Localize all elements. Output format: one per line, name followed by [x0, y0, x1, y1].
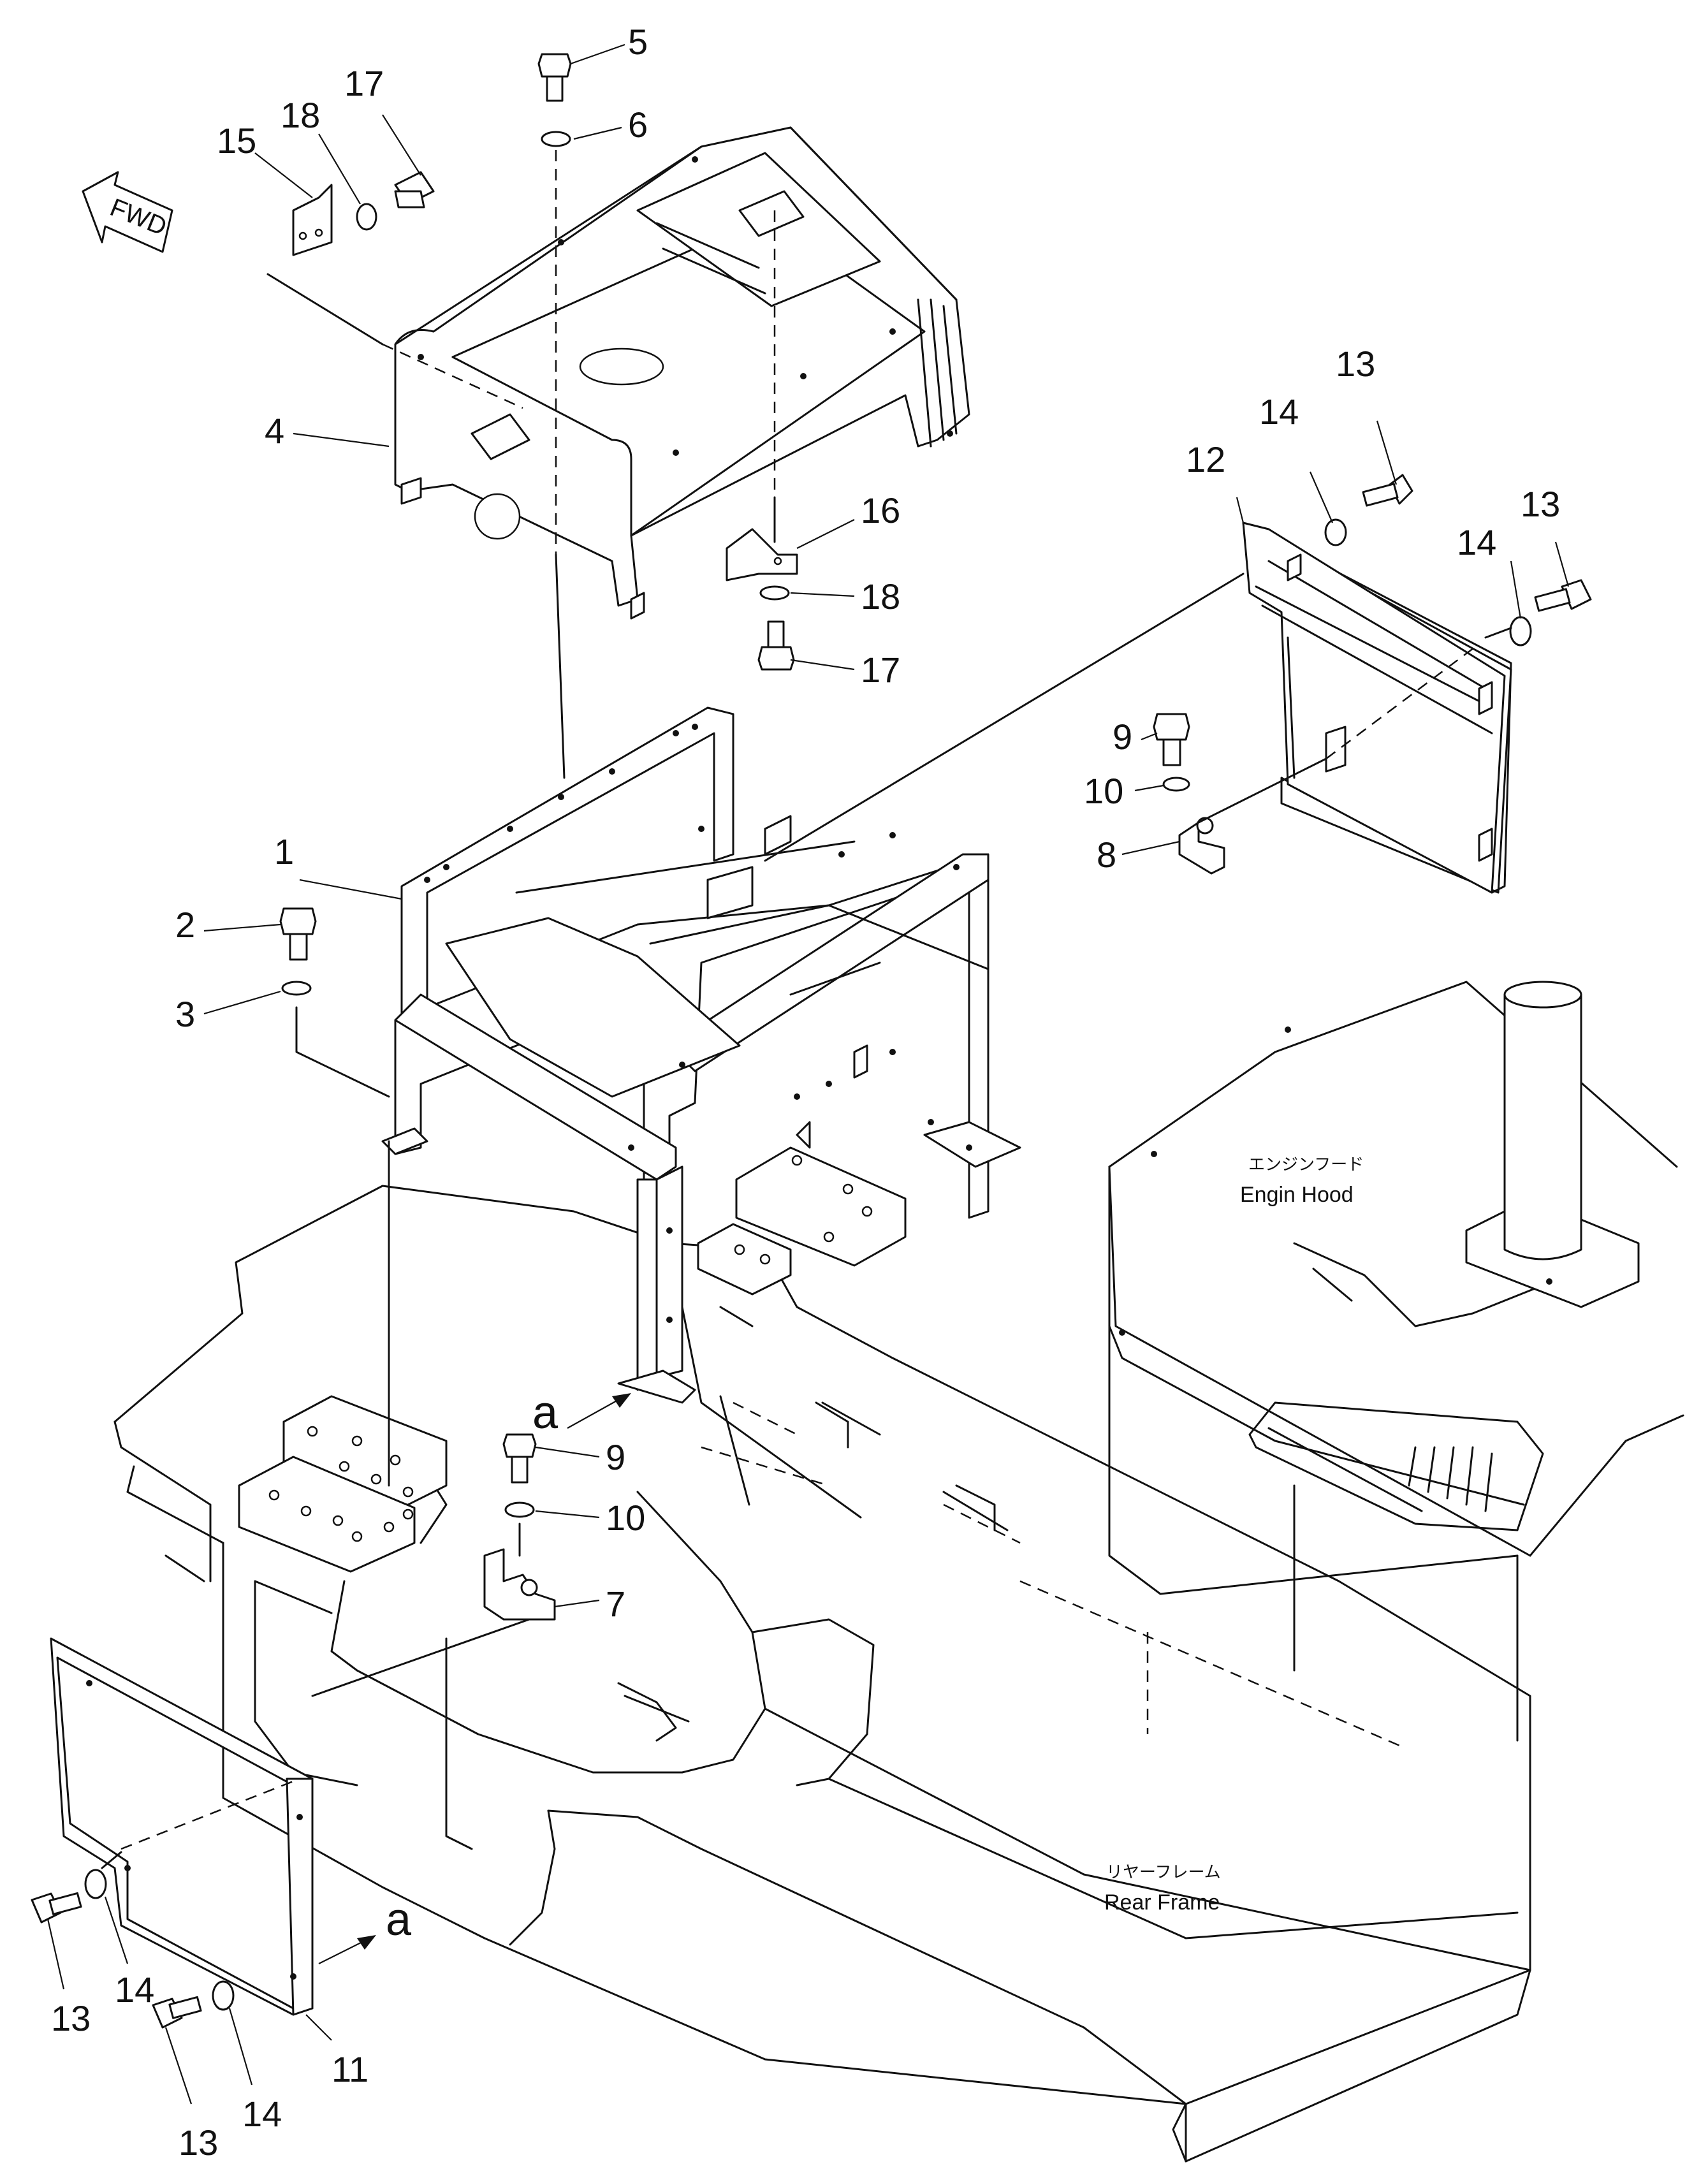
callout-5: 5 [628, 22, 648, 62]
view-arrow-a-bottom: a [318, 1894, 412, 1964]
rear-frame [113, 1146, 1531, 2163]
rear-frame-label: Rear Frame [1104, 1890, 1220, 1915]
callout-12: 12 [1186, 439, 1225, 479]
callout-2: 2 [175, 905, 195, 945]
bolt-13-left-bottom [152, 1996, 202, 2029]
washer-14-left-top [84, 1869, 107, 1899]
callout-17-top: 17 [344, 63, 384, 103]
bolt-13-left-top [31, 1892, 82, 1924]
callout-4: 4 [265, 411, 284, 451]
view-mark-a-bottom: a [386, 1894, 412, 1945]
part-4-hood-cover [394, 126, 970, 620]
part-8-bracket [1178, 817, 1225, 875]
callout-14-left-bottom: 14 [242, 2094, 282, 2134]
washer-10-left [504, 1501, 535, 1518]
callout-13-left-bottom: 13 [179, 2122, 218, 2163]
engine-hood-label: Engin Hood [1240, 1183, 1354, 1207]
callout-14-right-mid: 14 [1457, 522, 1496, 562]
callout-14-right-top: 14 [1259, 391, 1299, 432]
washer-3 [281, 981, 312, 996]
engine-hood: エンジンフード Engin Hood [1108, 981, 1684, 1742]
callout-13-left-top: 13 [51, 1998, 91, 2038]
part-1-support-frame [381, 706, 1021, 1404]
engine-hood-label-jp: エンジンフード [1248, 1155, 1364, 1174]
callout-16: 16 [861, 490, 900, 530]
callout-11: 11 [332, 2049, 369, 2089]
washer-6 [541, 131, 571, 147]
leader-lines [47, 43, 1570, 2105]
callout-8: 8 [1097, 835, 1116, 875]
callout-15: 15 [217, 120, 256, 161]
callout-1: 1 [274, 831, 294, 872]
washer-14-right-top [1324, 518, 1347, 546]
callout-7: 7 [606, 1584, 625, 1624]
part-15-bracket [292, 184, 333, 256]
bolt-2 [279, 907, 317, 961]
bolt-5 [537, 53, 572, 102]
callout-9-left: 9 [606, 1437, 625, 1477]
callout-6: 6 [628, 105, 648, 145]
bolt-17-top [394, 171, 435, 208]
bolt-9-right [1153, 713, 1190, 766]
callout-13-right-mid: 13 [1521, 484, 1560, 524]
pad-holes [268, 1426, 414, 1542]
guide-lines [101, 150, 1512, 1869]
frame-holes [424, 724, 972, 1323]
bolt-13-right-top [1362, 474, 1413, 507]
callout-18-mid: 18 [861, 576, 900, 617]
callout-14-left-top: 14 [115, 1969, 154, 2010]
washer-18-mid [759, 585, 790, 601]
fwd-arrow-icon: FWD [82, 171, 173, 253]
washer-14-right-mid [1509, 616, 1532, 646]
washer-14-left-bottom [212, 1980, 235, 2011]
callout-3: 3 [175, 994, 195, 1034]
bolt-13-right-mid [1534, 579, 1592, 612]
view-arrow-a-top: a [532, 1387, 631, 1438]
part-16-bracket [726, 528, 798, 581]
washer-10-right [1162, 777, 1190, 792]
part-12-side-panel [1242, 522, 1512, 894]
callout-9-right: 9 [1113, 717, 1132, 757]
callout-17-mid: 17 [861, 650, 900, 690]
callout-18-top: 18 [281, 95, 320, 135]
washer-18-top [356, 203, 377, 231]
view-mark-a-top: a [532, 1387, 558, 1438]
part-7-bracket [483, 1548, 556, 1621]
bolt-17-mid [757, 620, 795, 671]
callout-10-right: 10 [1084, 771, 1123, 811]
callout-numbers: 5 6 17 18 15 4 16 18 17 1 2 3 9 10 8 12 … [51, 22, 1560, 2163]
part-11-side-panel [50, 1637, 314, 2016]
bolt-9-left [502, 1433, 537, 1484]
callout-10-left: 10 [606, 1498, 645, 1538]
rear-frame-label-jp: リヤーフレーム [1106, 1862, 1221, 1881]
callout-13-right-top: 13 [1336, 344, 1375, 384]
